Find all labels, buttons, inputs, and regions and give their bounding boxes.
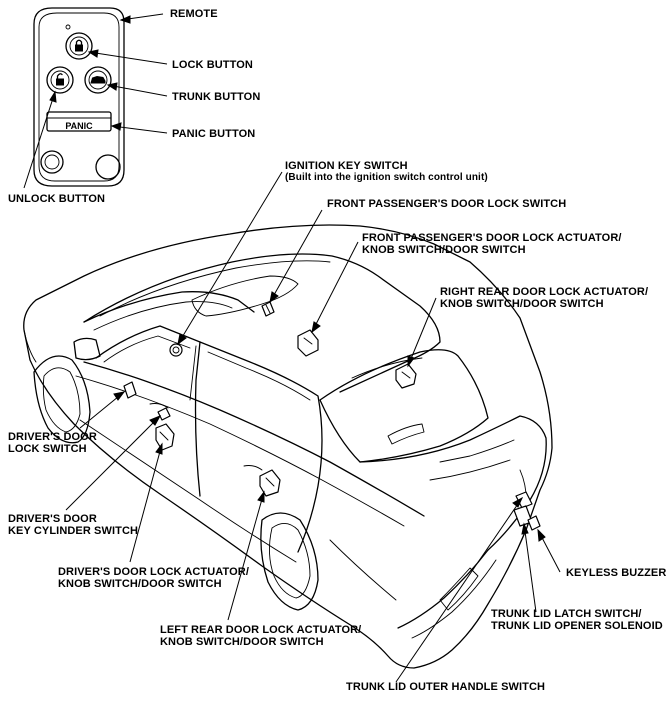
label-remote: REMOTE bbox=[170, 8, 218, 20]
label-keyless-buzzer: KEYLESS BUZZER bbox=[566, 567, 667, 579]
right-rear-actuator-line1: RIGHT REAR DOOR LOCK ACTUATOR/ bbox=[440, 286, 649, 298]
left-rear-actuator-part bbox=[259, 469, 281, 497]
drivers-actuator-line1: DRIVER'S DOOR LOCK ACTUATOR/ bbox=[58, 566, 249, 578]
right-rear-actuator-part bbox=[395, 363, 417, 389]
label-lock-button: LOCK BUTTON bbox=[172, 59, 253, 71]
label-trunk-lid-outer-handle: TRUNK LID OUTER HANDLE SWITCH bbox=[346, 681, 546, 693]
label-drivers-door-lock-switch: DRIVER'S DOOR LOCK SWITCH bbox=[8, 431, 97, 455]
right-rear-actuator-line2: KNOB SWITCH/DOOR SWITCH bbox=[440, 298, 604, 310]
remote-leaders bbox=[23, 13, 168, 189]
drivers-key-cylinder-line2: KEY CYLINDER SWITCH bbox=[8, 525, 139, 537]
panic-text: PANIC bbox=[65, 121, 93, 131]
label-front-passenger-actuator: FRONT PASSENGER'S DOOR LOCK ACTUATOR/ KN… bbox=[362, 232, 622, 256]
drivers-actuator-line2: KNOB SWITCH/DOOR SWITCH bbox=[58, 578, 222, 590]
label-panic-button: PANIC BUTTON bbox=[172, 128, 256, 140]
drivers-door-lock-switch-part bbox=[123, 381, 137, 399]
left-rear-actuator-line1: LEFT REAR DOOR LOCK ACTUATOR/ bbox=[160, 624, 362, 636]
left-rear-actuator-line2: KNOB SWITCH/DOOR SWITCH bbox=[160, 636, 324, 648]
unlock-button-shape bbox=[46, 66, 74, 94]
label-left-rear-actuator: LEFT REAR DOOR LOCK ACTUATOR/ KNOB SWITC… bbox=[160, 624, 361, 648]
drivers-actuator-part bbox=[155, 423, 175, 451]
label-drivers-key-cylinder: DRIVER'S DOOR KEY CYLINDER SWITCH bbox=[8, 513, 138, 537]
label-right-rear-actuator: RIGHT REAR DOOR LOCK ACTUATOR/ KNOB SWIT… bbox=[440, 286, 648, 310]
lock-button-shape bbox=[65, 32, 93, 60]
panic-button-shape bbox=[46, 111, 112, 132]
car-leaders bbox=[65, 171, 561, 683]
trunk-lid-latch-line1: TRUNK LID LATCH SWITCH/ bbox=[491, 608, 642, 620]
ignition-key-switch-text: IGNITION KEY SWITCH bbox=[285, 160, 408, 172]
ignition-key-switch-note: (Built into the ignition switch control … bbox=[285, 172, 488, 183]
trunk-button-shape bbox=[84, 66, 112, 94]
label-drivers-actuator: DRIVER'S DOOR LOCK ACTUATOR/ KNOB SWITCH… bbox=[58, 566, 249, 590]
drivers-door-lock-switch-line2: LOCK SWITCH bbox=[8, 443, 87, 455]
remote-fob: PANIC bbox=[33, 7, 125, 187]
ignition-key-switch-part bbox=[169, 343, 183, 357]
label-front-passenger-lock-switch: FRONT PASSENGER'S DOOR LOCK SWITCH bbox=[327, 198, 567, 210]
key-cylinder-part bbox=[157, 407, 171, 421]
front-passenger-lock-switch-part bbox=[261, 301, 275, 317]
label-trunk-button: TRUNK BUTTON bbox=[172, 91, 261, 103]
label-unlock-button: UNLOCK BUTTON bbox=[8, 193, 106, 205]
label-ignition-key-switch: IGNITION KEY SWITCH (Built into the igni… bbox=[285, 160, 488, 184]
keyless-buzzer-part bbox=[527, 515, 541, 531]
drivers-door-lock-switch-line1: DRIVER'S DOOR bbox=[8, 431, 97, 443]
front-passenger-actuator-line2: KNOB SWITCH/DOOR SWITCH bbox=[362, 244, 526, 256]
label-trunk-lid-latch: TRUNK LID LATCH SWITCH/ TRUNK LID OPENER… bbox=[491, 608, 663, 632]
front-passenger-actuator-part bbox=[297, 329, 319, 357]
car-outline bbox=[23, 224, 553, 669]
drivers-key-cylinder-line1: DRIVER'S DOOR bbox=[8, 513, 97, 525]
car-parts bbox=[123, 301, 541, 531]
trunk-lid-latch-line2: TRUNK LID OPENER SOLENOID bbox=[491, 620, 663, 632]
front-passenger-actuator-line1: FRONT PASSENGER'S DOOR LOCK ACTUATOR/ bbox=[362, 232, 622, 244]
